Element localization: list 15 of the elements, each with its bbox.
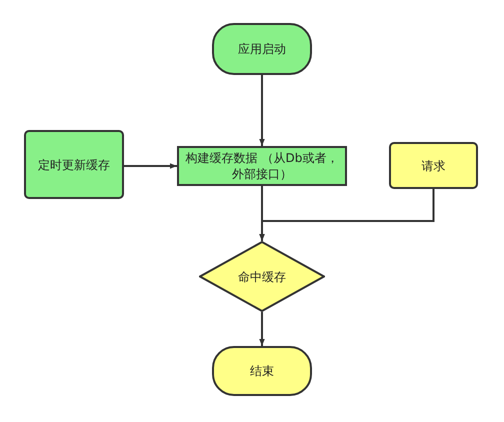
node-label: 应用启动: [237, 41, 287, 57]
process-box: [177, 146, 347, 186]
node-label: 构建缓存数据 （从Db或者，外部接口）: [184, 150, 340, 182]
node-label: 定时更新缓存: [37, 156, 111, 172]
node-label: 请求: [420, 158, 446, 174]
arrow: [124, 163, 177, 169]
arrow: [259, 189, 434, 241]
terminal-box: [212, 346, 312, 396]
process-box: [24, 130, 124, 199]
process-box: [389, 142, 478, 189]
arrow: [259, 312, 265, 346]
node-label: 结束: [249, 363, 275, 379]
terminal-box: [212, 23, 312, 75]
arrow: [259, 75, 265, 146]
node-label: 命中缓存: [237, 268, 287, 284]
